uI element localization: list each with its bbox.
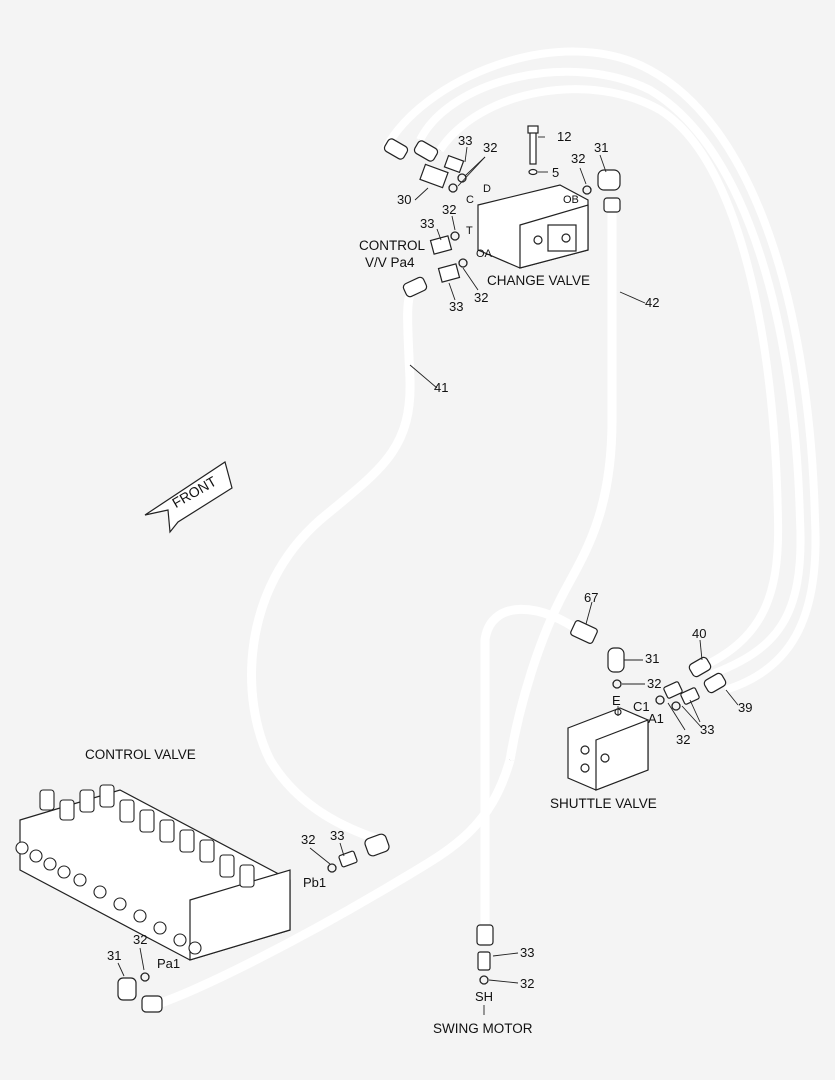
change-valve-fittings (383, 138, 621, 298)
port-t-label: T (466, 225, 473, 237)
callout-31-top: 31 (594, 140, 609, 155)
callout-33-a1: 33 (700, 722, 715, 737)
change-valve-title: CHANGE VALVE (487, 273, 591, 288)
front-arrow-icon (144, 461, 233, 534)
callout-5: 5 (552, 165, 560, 180)
port-e-label: E (612, 693, 621, 708)
shuttle-valve-title: SHUTTLE VALVE (550, 796, 657, 811)
port-pa1-label: Pa1 (157, 956, 181, 971)
callout-33-sh: 33 (520, 945, 535, 960)
callout-32-pa1: 32 (133, 932, 148, 947)
control-valve-block (15, 784, 291, 961)
callout-33-low: 33 (449, 299, 464, 314)
callout-32-top: 32 (483, 140, 498, 155)
callout-32-pb1: 32 (301, 832, 316, 847)
port-d-label: D (483, 183, 491, 195)
change-valve-block (477, 125, 589, 269)
port-oa-label: OA (476, 248, 492, 260)
swing-motor-fitting (476, 924, 494, 1015)
callout-41: 41 (434, 380, 449, 395)
port-ob-label: OB (563, 194, 579, 206)
hose-39-40 (381, 47, 820, 694)
control-valve-title: CONTROL VALVE (85, 747, 196, 762)
callout-32-mid: 32 (442, 202, 457, 217)
port-sh-label: SH (475, 989, 494, 1004)
swing-motor-title: SWING MOTOR (433, 1021, 533, 1036)
callout-31-pa1: 31 (107, 948, 122, 963)
callout-40: 40 (692, 626, 707, 641)
control-vv-label-line1: CONTROL (359, 238, 426, 253)
control-vv-label-line2: V/V Pa4 (365, 255, 415, 270)
callout-42: 42 (645, 295, 660, 310)
callout-31-shuttle: 31 (645, 651, 660, 666)
callout-67: 67 (584, 590, 599, 605)
port-pb1-label: Pb1 (303, 875, 327, 890)
callout-33-pb1: 33 (330, 828, 345, 843)
callout-30: 30 (397, 192, 412, 207)
port-a1-label: A1 (648, 711, 664, 726)
callout-39: 39 (738, 700, 753, 715)
callout-33-mid: 33 (420, 216, 435, 231)
callout-12: 12 (557, 129, 572, 144)
callout-32-low: 32 (474, 290, 489, 305)
hose-41 (247, 287, 417, 845)
callout-32-a1: 32 (676, 732, 691, 747)
callout-32-top-right: 32 (571, 151, 586, 166)
hose-pa1 (153, 758, 515, 1010)
port-c1-label: C1 (633, 699, 650, 714)
callout-32-sh: 32 (520, 976, 535, 991)
shuttle-valve-block (567, 620, 727, 791)
port-c-label: C (466, 194, 474, 206)
leader-lines (117, 136, 739, 984)
callout-33-top: 33 (458, 133, 473, 148)
hose-42 (505, 205, 617, 761)
callout-32-shuttle: 32 (647, 676, 662, 691)
hose-67 (480, 604, 588, 930)
